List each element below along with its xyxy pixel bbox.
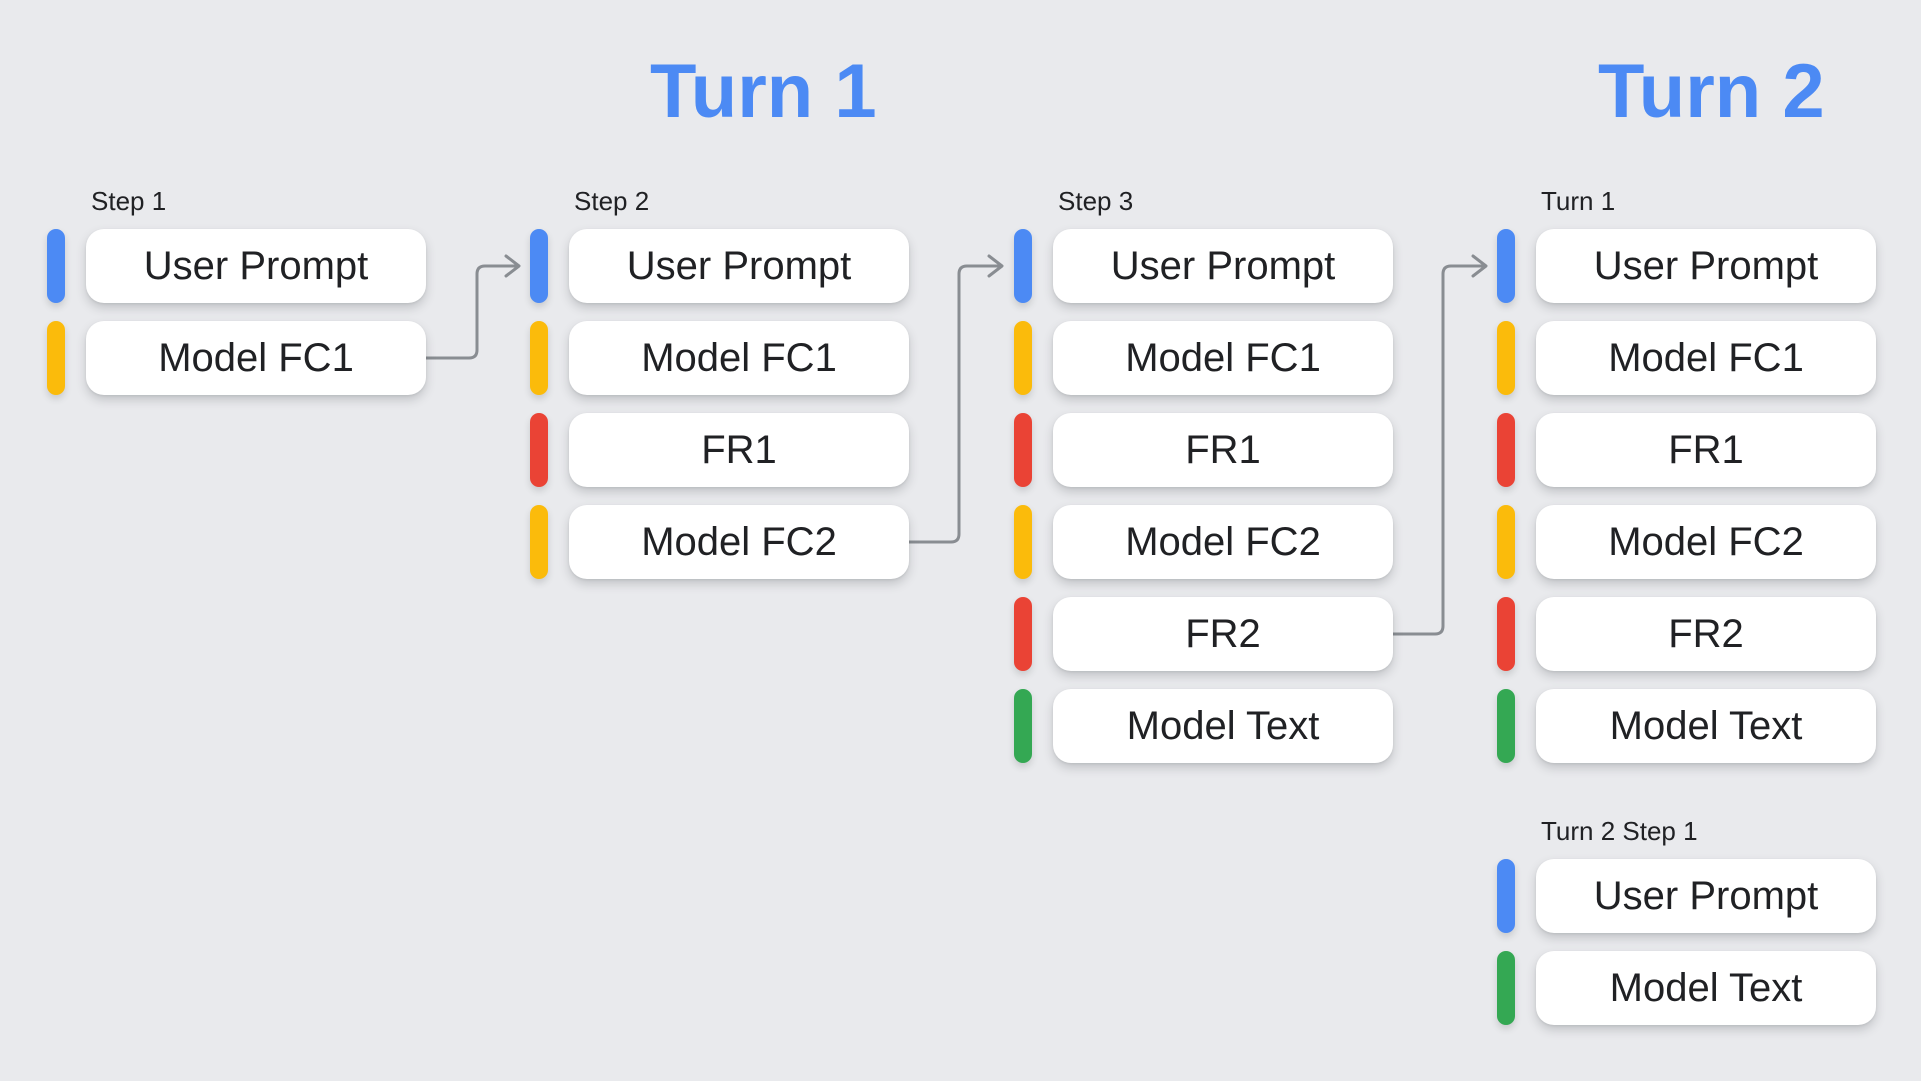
- model-fc-bar: [1014, 321, 1032, 395]
- function-response-bar: [1014, 597, 1032, 671]
- flow-row: FR2: [1497, 597, 1876, 671]
- column-label: Step 1: [91, 186, 167, 216]
- title-turn-1: Turn 1: [650, 49, 877, 134]
- flow-row: Model FC2: [1014, 505, 1393, 579]
- card-model-fc1: Model FC1: [1053, 321, 1393, 395]
- user-prompt-bar: [47, 229, 65, 303]
- column-label: Step 2: [574, 186, 650, 216]
- card-model-fc1: Model FC1: [86, 321, 426, 395]
- column-label: Step 3: [1058, 186, 1134, 216]
- card-user-prompt: User Prompt: [569, 229, 909, 303]
- flow-row: User Prompt: [1014, 229, 1393, 303]
- card-fr2: FR2: [1053, 597, 1393, 671]
- function-response-bar: [1497, 413, 1515, 487]
- user-prompt-bar: [530, 229, 548, 303]
- column-step-1: Step 1 User Prompt Model FC1: [47, 186, 426, 413]
- flow-row: Model FC2: [1497, 505, 1876, 579]
- model-fc-bar: [530, 321, 548, 395]
- model-text-bar: [1497, 689, 1515, 763]
- title-turn-2: Turn 2: [1598, 49, 1825, 134]
- user-prompt-bar: [1497, 229, 1515, 303]
- flow-row: Model FC1: [47, 321, 426, 395]
- function-response-bar: [1497, 597, 1515, 671]
- model-text-bar: [1014, 689, 1032, 763]
- card-model-text: Model Text: [1053, 689, 1393, 763]
- flow-row: Model FC1: [1014, 321, 1393, 395]
- function-response-bar: [1014, 413, 1032, 487]
- flow-row: Model FC1: [530, 321, 909, 395]
- flow-row: User Prompt: [1497, 229, 1876, 303]
- model-fc-bar: [47, 321, 65, 395]
- flow-row: FR1: [1497, 413, 1876, 487]
- column-step-2: Step 2 User Prompt Model FC1 FR1 Model F…: [530, 186, 909, 597]
- model-fc-bar: [1497, 321, 1515, 395]
- card-model-fc2: Model FC2: [569, 505, 909, 579]
- card-user-prompt: User Prompt: [86, 229, 426, 303]
- card-fr1: FR1: [569, 413, 909, 487]
- user-prompt-bar: [1497, 859, 1515, 933]
- card-model-fc1: Model FC1: [1536, 321, 1876, 395]
- function-response-bar: [530, 413, 548, 487]
- flow-row: User Prompt: [47, 229, 426, 303]
- flow-row: FR1: [1014, 413, 1393, 487]
- column-step-3: Step 3 User Prompt Model FC1 FR1 Model F…: [1014, 186, 1393, 781]
- model-text-bar: [1497, 951, 1515, 1025]
- card-model-fc1: Model FC1: [569, 321, 909, 395]
- card-model-fc2: Model FC2: [1536, 505, 1876, 579]
- card-fr1: FR1: [1536, 413, 1876, 487]
- flow-row: FR1: [530, 413, 909, 487]
- connector-arrow-step2-to-step3: [907, 254, 1004, 544]
- flow-row: User Prompt: [1497, 859, 1876, 933]
- model-fc-bar: [530, 505, 548, 579]
- card-model-text: Model Text: [1536, 689, 1876, 763]
- user-prompt-bar: [1014, 229, 1032, 303]
- column-label: Turn 2 Step 1: [1541, 816, 1698, 846]
- connector-arrow-step3-to-turn1: [1391, 254, 1488, 636]
- column-label: Turn 1: [1541, 186, 1616, 216]
- flow-row: Model Text: [1497, 689, 1876, 763]
- card-fr1: FR1: [1053, 413, 1393, 487]
- card-user-prompt: User Prompt: [1536, 229, 1876, 303]
- model-fc-bar: [1497, 505, 1515, 579]
- flow-row: FR2: [1014, 597, 1393, 671]
- card-model-text: Model Text: [1536, 951, 1876, 1025]
- connector-arrow-step1-to-step2: [424, 254, 521, 360]
- card-fr2: FR2: [1536, 597, 1876, 671]
- card-user-prompt: User Prompt: [1536, 859, 1876, 933]
- column-turn-2-step-1: Turn 2 Step 1 User Prompt Model Text: [1497, 816, 1876, 1043]
- model-fc-bar: [1014, 505, 1032, 579]
- flow-row: Model Text: [1014, 689, 1393, 763]
- flow-row: Model FC2: [530, 505, 909, 579]
- flow-row: Model FC1: [1497, 321, 1876, 395]
- card-model-fc2: Model FC2: [1053, 505, 1393, 579]
- flow-row: User Prompt: [530, 229, 909, 303]
- card-user-prompt: User Prompt: [1053, 229, 1393, 303]
- column-turn-1-history: Turn 1 User Prompt Model FC1 FR1 Model F…: [1497, 186, 1876, 781]
- flow-row: Model Text: [1497, 951, 1876, 1025]
